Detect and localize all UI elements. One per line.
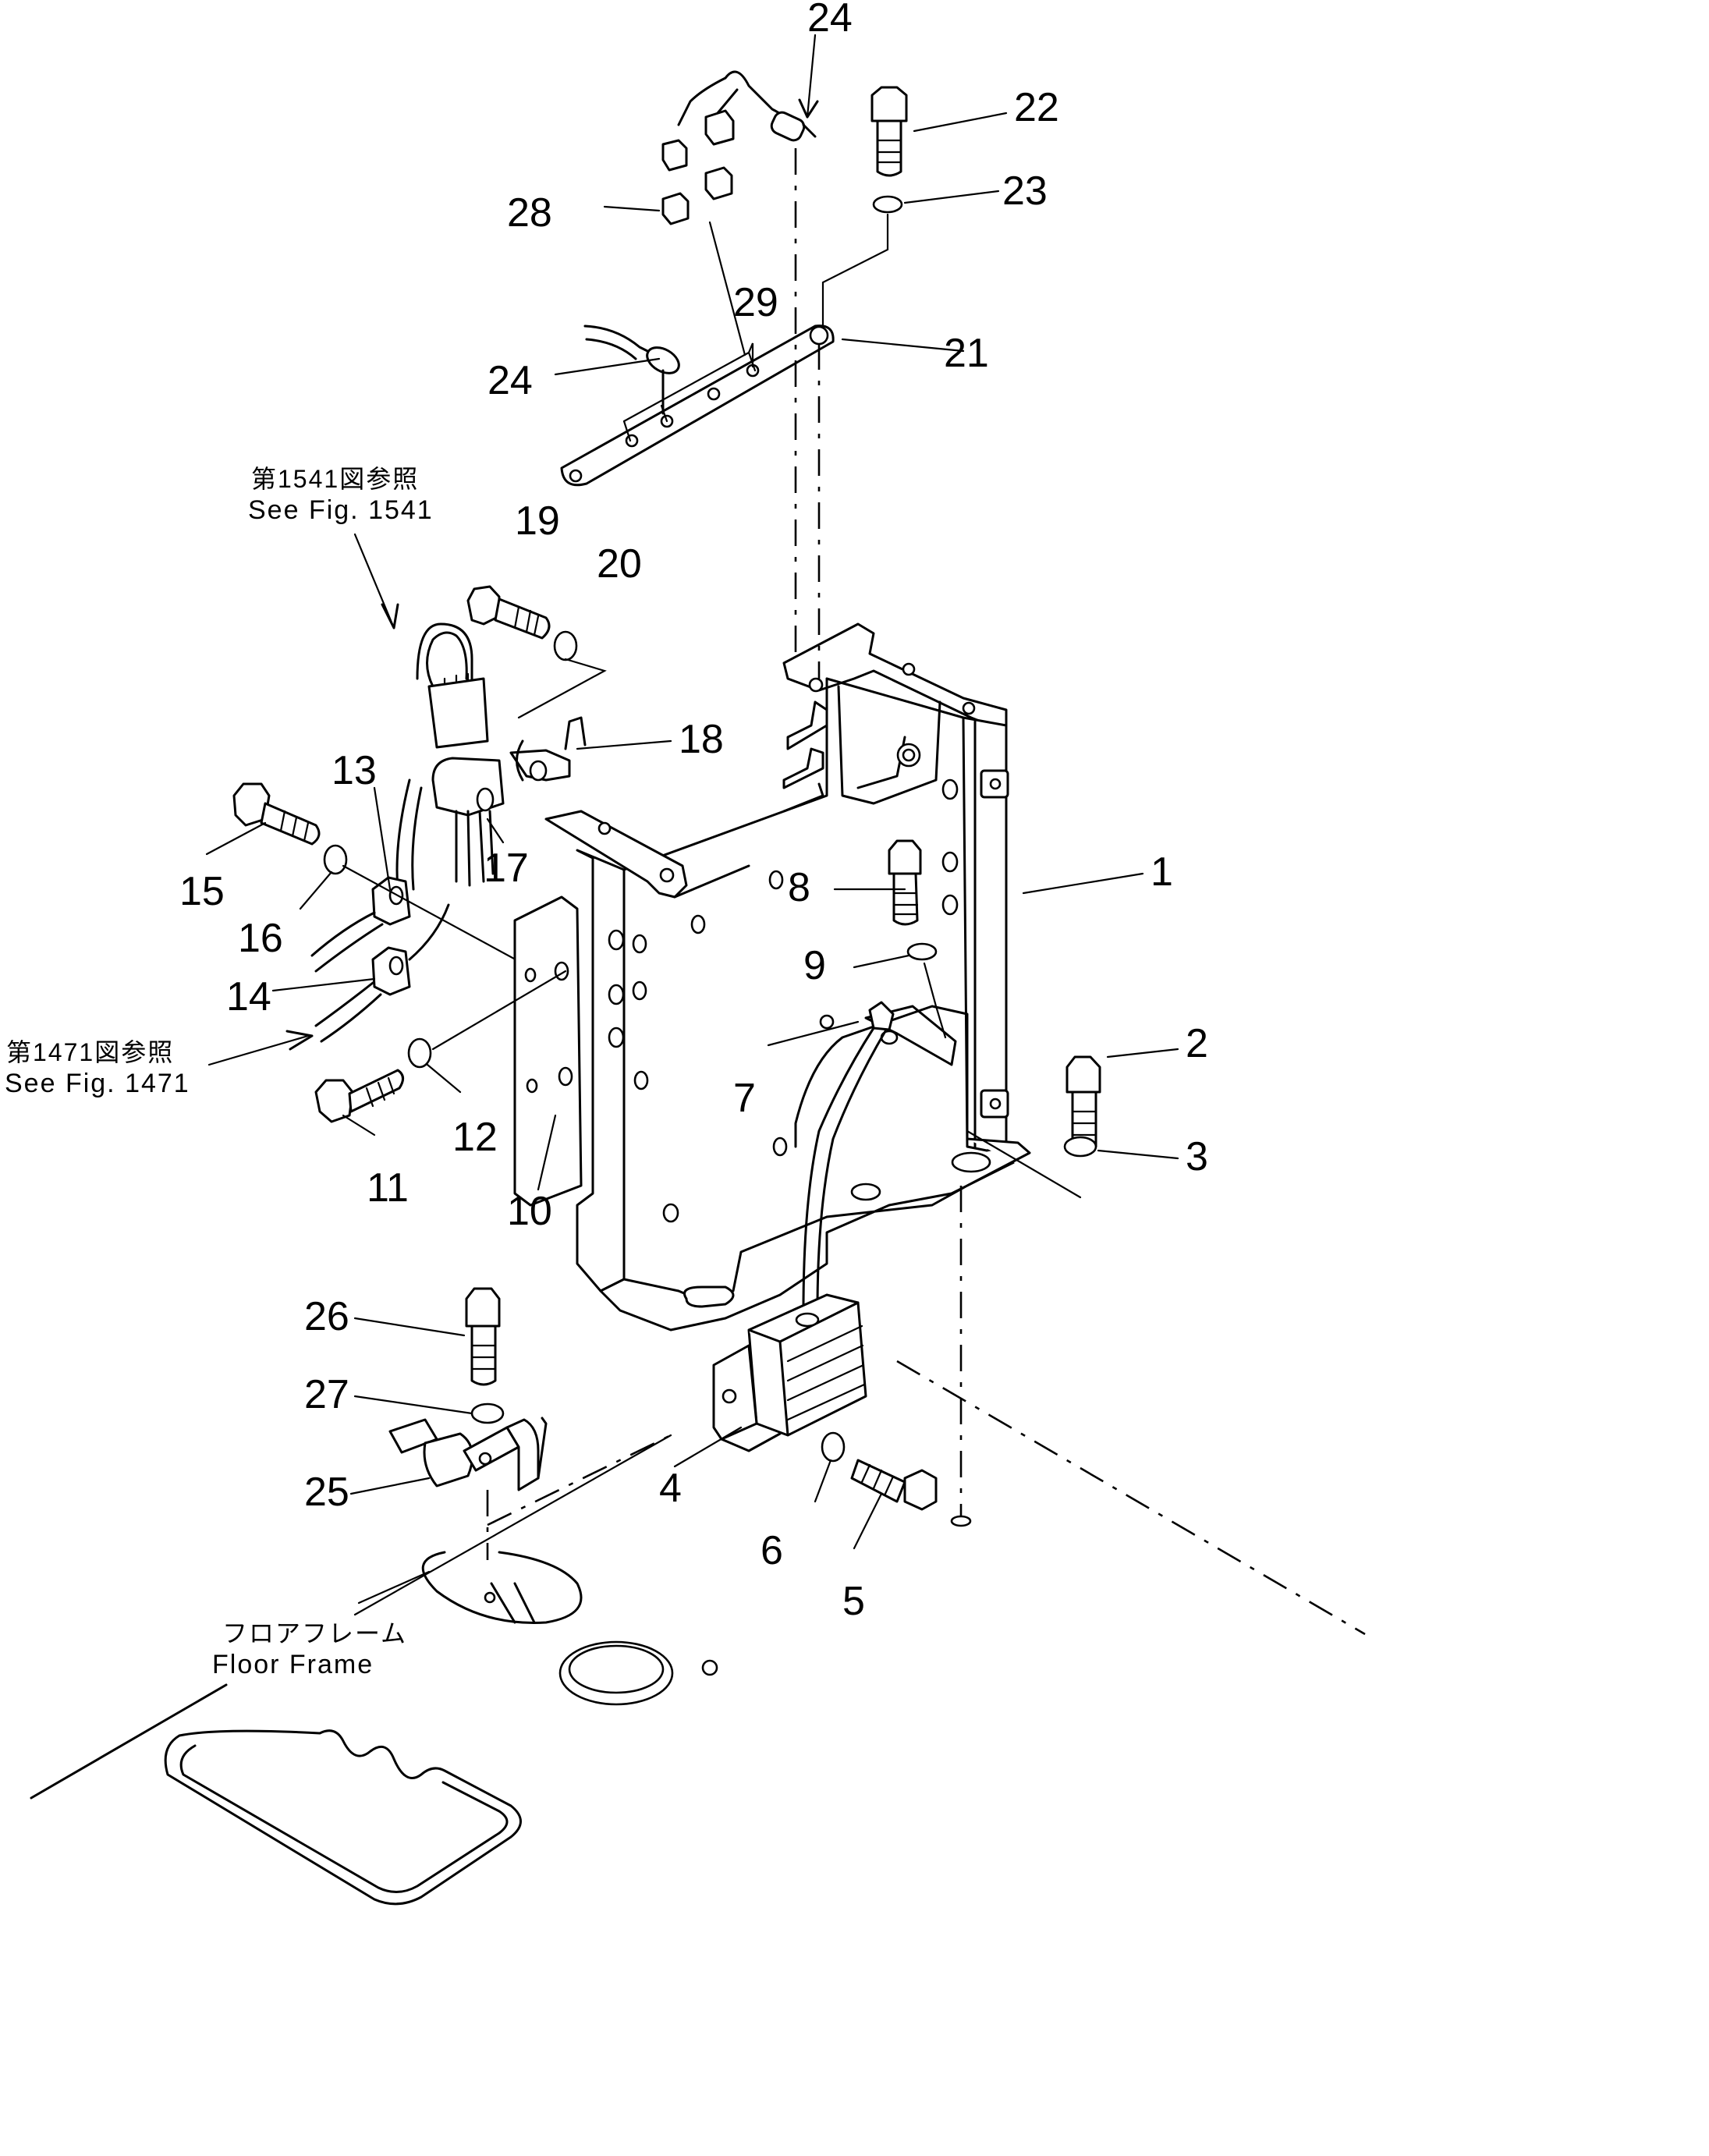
leader-washer-16: [342, 864, 524, 965]
axis-line-25-floor: [487, 1434, 672, 1527]
clamp-14: [314, 903, 450, 1043]
ref-floor-frame-jp: フロアフレーム: [222, 1619, 407, 1647]
leader-washer-3: [966, 1129, 1082, 1199]
callout-20: 20: [597, 541, 642, 587]
callout-23: 23: [1002, 168, 1048, 214]
callout-12: 12: [452, 1115, 498, 1160]
ref-fig1471-en: See Fig. 1471: [5, 1069, 190, 1098]
sensor-7: [802, 1001, 899, 1312]
bolt-26: [465, 1287, 501, 1386]
callout-numbers: 24 22 23 28 29 21 24 19 20 18 13 17 15 1…: [179, 0, 1208, 1624]
bolt-2: [1065, 1055, 1101, 1151]
callout-14: 14: [226, 974, 271, 1019]
callout-24-top: 24: [807, 0, 853, 41]
floor-hole: [950, 1515, 972, 1527]
leader-lines: [205, 34, 1179, 1616]
leader-washer-20: [517, 658, 607, 719]
washer-12: [407, 1037, 432, 1069]
leader-washer-12: [431, 970, 567, 1051]
callout-26: 26: [304, 1294, 349, 1339]
bolt-8: [888, 839, 922, 926]
callout-29: 29: [733, 280, 778, 325]
callout-22: 22: [1014, 85, 1059, 130]
callout-9: 9: [803, 943, 826, 988]
floor-frame: [30, 1360, 1366, 1906]
callout-4: 4: [659, 1466, 682, 1511]
washer-23: [872, 195, 903, 214]
reference-notes: 第1541図参照 See Fig. 1541 第1471図参照 See Fig.…: [5, 465, 434, 1679]
callout-10: 10: [507, 1189, 552, 1234]
main-bracket: [544, 622, 1031, 1332]
callout-16: 16: [238, 916, 283, 961]
bolt-22: [870, 86, 908, 177]
ref-floor-frame-en: Floor Frame: [212, 1650, 374, 1679]
arrow-1541: [381, 603, 399, 629]
callout-7: 7: [733, 1076, 756, 1121]
bolt-5: [850, 1459, 938, 1511]
sensor-24-top: [661, 70, 817, 225]
ref-fig1541-jp: 第1541図参照: [251, 465, 419, 493]
leader-harness-1471: [207, 1034, 310, 1066]
callout-11: 11: [367, 1165, 409, 1211]
sensor-25: [388, 1417, 548, 1491]
controller-4: [712, 1293, 867, 1452]
ref-fig1541-en: See Fig. 1541: [248, 495, 434, 525]
bolt-15: [232, 782, 321, 846]
leader-washer-23: [821, 213, 889, 328]
arrow-1471: [285, 1030, 314, 1051]
callout-28: 28: [507, 190, 552, 236]
callout-25: 25: [304, 1470, 349, 1515]
washer-20: [553, 630, 578, 661]
callout-5: 5: [842, 1579, 865, 1624]
callout-27: 27: [304, 1372, 349, 1417]
callout-13: 13: [332, 748, 377, 793]
callout-15: 15: [179, 869, 225, 914]
sensor-24-middle: [583, 324, 680, 415]
harness-17: [395, 622, 587, 891]
bolt-19: [466, 585, 551, 640]
washer-3: [1063, 1136, 1097, 1158]
callout-1: 1: [1151, 849, 1173, 895]
callout-21: 21: [944, 331, 989, 376]
cover-plate-10: [513, 895, 583, 1207]
washer-6: [821, 1431, 846, 1463]
washer-9: [906, 942, 938, 961]
callout-24-middle: 24: [488, 358, 533, 403]
ref-fig1471-jp: 第1471図参照: [6, 1038, 174, 1066]
callout-8: 8: [788, 865, 810, 910]
washer-27: [470, 1402, 505, 1424]
bolt-11: [314, 1069, 404, 1123]
callout-6: 6: [761, 1528, 783, 1573]
callout-17: 17: [484, 846, 529, 891]
leader-washer-9: [923, 962, 947, 1039]
washer-16: [323, 844, 348, 875]
callout-2: 2: [1186, 1021, 1208, 1066]
wire-plate: [560, 324, 835, 487]
callout-19: 19: [515, 498, 560, 544]
callout-18: 18: [679, 717, 724, 762]
callout-3: 3: [1186, 1134, 1208, 1179]
